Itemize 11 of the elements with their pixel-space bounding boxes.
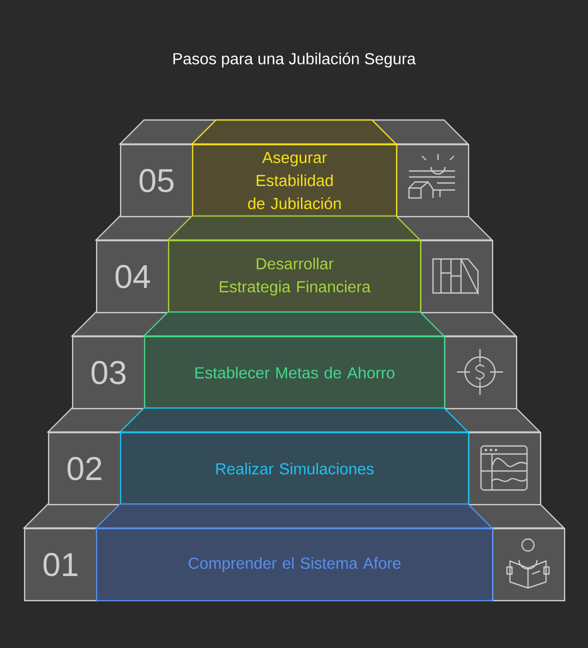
icon-panel — [444, 336, 518, 410]
step-number: 03 — [72, 336, 146, 410]
step-number: 04 — [96, 240, 170, 314]
icon-panel — [492, 528, 566, 602]
icon-panel — [468, 432, 542, 506]
icon-panel — [396, 144, 470, 218]
step-number: 01 — [24, 528, 98, 602]
step-number: 02 — [48, 432, 122, 506]
icon-panel — [420, 240, 494, 314]
title: Pasos para una Jubilación Segura — [173, 52, 416, 68]
step-number: 05 — [120, 144, 194, 218]
